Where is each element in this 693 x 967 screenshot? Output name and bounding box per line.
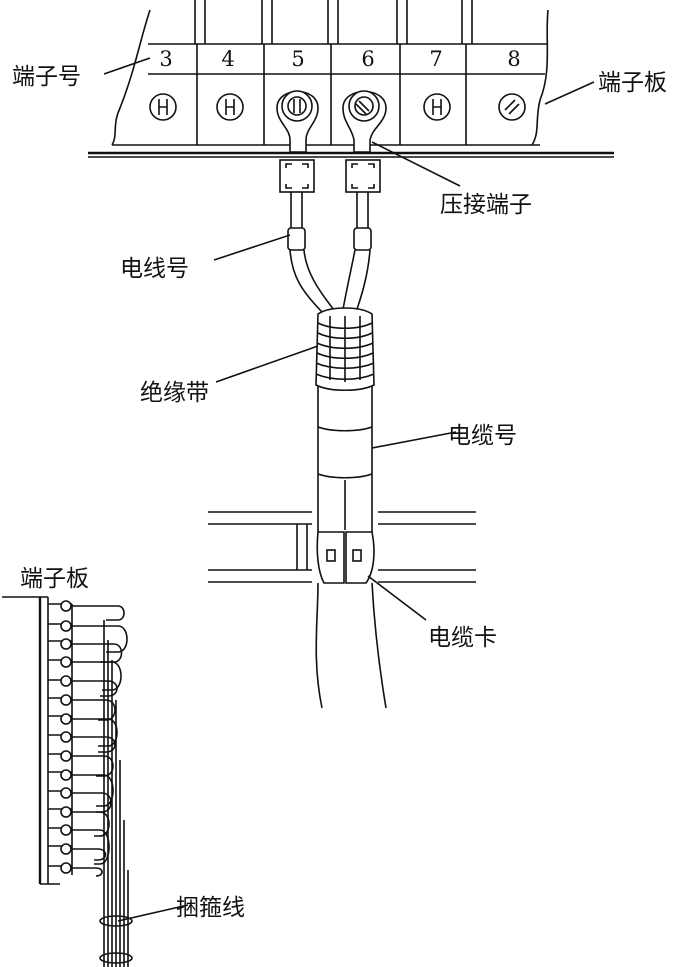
crimp-sleeves xyxy=(279,159,381,193)
terminal-number-5: 5 xyxy=(291,47,304,71)
cable-clip xyxy=(316,531,375,584)
leader-wire-number xyxy=(213,234,291,261)
terminal-board-lower xyxy=(2,596,73,885)
leader-lines xyxy=(103,57,595,922)
binding-ring-lower xyxy=(99,952,133,964)
label-terminal-number: 端子号 xyxy=(12,64,81,90)
ring-lug-6 xyxy=(342,90,387,153)
binding-ring-upper xyxy=(99,915,133,927)
terminal-number-3: 3 xyxy=(159,47,172,71)
insulation-tape-wrap xyxy=(315,307,375,392)
terminal-number-7: 7 xyxy=(429,47,442,71)
screw-4 xyxy=(216,93,244,121)
label-insulation-tape: 绝缘带 xyxy=(140,380,209,406)
label-binding-wire: 捆箍线 xyxy=(176,895,245,921)
terminal-number-4: 4 xyxy=(221,47,234,71)
wire-pair xyxy=(287,192,372,316)
terminal-number-row: 3 4 5 6 7 8 xyxy=(159,47,520,71)
leader-terminal-number xyxy=(103,57,151,75)
cable-tray xyxy=(208,511,476,583)
screw-3 xyxy=(149,93,177,121)
wire-bundle xyxy=(99,620,133,967)
terminal-board-top xyxy=(88,0,614,158)
terminal-number-8: 8 xyxy=(507,47,520,71)
label-terminal-board-lower: 端子板 xyxy=(20,566,89,592)
cable-tail xyxy=(315,582,387,709)
leader-crimp-terminal xyxy=(371,141,461,187)
leader-insulation-tape xyxy=(215,345,319,383)
label-wire-number: 电线号 xyxy=(120,256,189,282)
label-cable-number: 电缆号 xyxy=(448,423,517,449)
leader-cable-clip xyxy=(367,575,427,621)
label-crimp-terminal: 压接端子 xyxy=(440,192,532,218)
wire-number-sleeve-right xyxy=(353,227,372,251)
labels: 端子号 端子板 压接端子 电线号 绝缘带 电缆号 电缆卡 端子板 捆箍线 xyxy=(12,64,667,921)
screw-7 xyxy=(423,93,451,121)
wire-loops xyxy=(72,605,128,877)
terminal-screws xyxy=(149,90,526,153)
wire-number-sleeve-left xyxy=(287,227,306,251)
leader-cable-number xyxy=(371,431,457,449)
screw-8 xyxy=(498,93,526,121)
leader-terminal-board xyxy=(544,81,595,105)
label-terminal-board: 端子板 xyxy=(598,70,667,96)
cable-body xyxy=(317,386,373,532)
label-cable-clip: 电缆卡 xyxy=(428,625,497,651)
ring-lug-5 xyxy=(276,90,319,153)
terminal-number-6: 6 xyxy=(361,47,374,71)
leader-binding-wire xyxy=(117,904,189,922)
